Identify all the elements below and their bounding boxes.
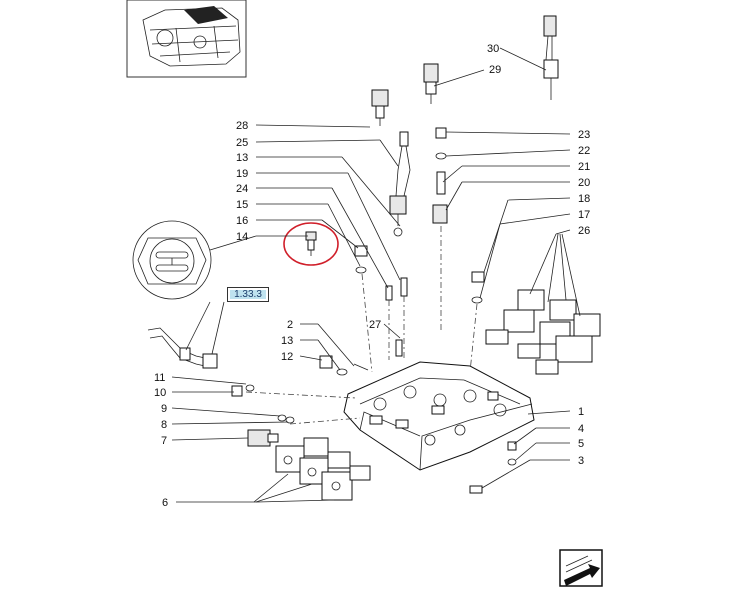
callout-13: 13 — [236, 152, 248, 164]
callout-4: 4 — [578, 423, 584, 435]
solenoid-group-26[interactable] — [485, 233, 601, 375]
fitting-17-18 — [469, 271, 485, 373]
reference-tag[interactable]: 1.33.3 — [227, 287, 269, 302]
highlighted-sensor[interactable] — [283, 222, 339, 266]
callout-23: 23 — [578, 129, 590, 141]
sensor-detail-inset-icon — [132, 220, 212, 300]
callout-28: 28 — [236, 120, 248, 132]
callout-30: 30 — [487, 43, 499, 55]
next-page-arrow-icon[interactable] — [559, 549, 603, 587]
callout-10: 10 — [154, 387, 166, 399]
reference-tag-label: 1.33.3 — [230, 290, 266, 300]
callout-24: 24 — [236, 183, 248, 195]
callout-21: 21 — [578, 161, 590, 173]
callout-7: 7 — [161, 435, 167, 447]
callout-29: 29 — [489, 64, 501, 76]
callout-19: 19 — [236, 168, 248, 180]
callout-5: 5 — [578, 438, 584, 450]
parts-3-4-5 — [469, 441, 517, 494]
transmission-overview-icon[interactable] — [126, 0, 247, 78]
callout-15: 15 — [236, 199, 248, 211]
callout-12: 12 — [281, 351, 293, 363]
callout-11: 11 — [154, 372, 165, 384]
callout-16: 16 — [236, 215, 248, 227]
valve-body[interactable] — [343, 339, 535, 471]
callout-1: 1 — [578, 406, 584, 418]
callout-3: 3 — [578, 455, 584, 467]
sensor-harness-30[interactable] — [543, 15, 559, 100]
callout-26: 26 — [578, 225, 590, 237]
sensor-29[interactable] — [423, 63, 439, 104]
callout-14: 14 — [236, 231, 248, 243]
callout-20: 20 — [578, 177, 590, 189]
callout-8: 8 — [161, 419, 167, 431]
callout-25: 25 — [236, 137, 248, 149]
callout-13-b: 13 — [281, 335, 293, 347]
callout-18: 18 — [578, 193, 590, 205]
callout-labels: 30 29 28 25 13 19 24 15 16 14 23 22 21 2… — [154, 43, 590, 509]
temperature-sensor-25[interactable] — [389, 131, 411, 237]
hose-assembly — [147, 301, 225, 369]
plugs-left — [231, 355, 369, 447]
small-fittings — [354, 245, 408, 373]
solenoid-group-6[interactable] — [253, 437, 371, 503]
callout-27: 27 — [369, 319, 381, 331]
pressure-switch-28[interactable] — [371, 89, 389, 126]
plug-stack-right — [432, 127, 448, 330]
callout-6: 6 — [162, 497, 168, 509]
callout-9: 9 — [161, 403, 167, 415]
callout-2: 2 — [287, 319, 293, 331]
callout-17: 17 — [578, 209, 590, 221]
callout-22: 22 — [578, 145, 590, 157]
